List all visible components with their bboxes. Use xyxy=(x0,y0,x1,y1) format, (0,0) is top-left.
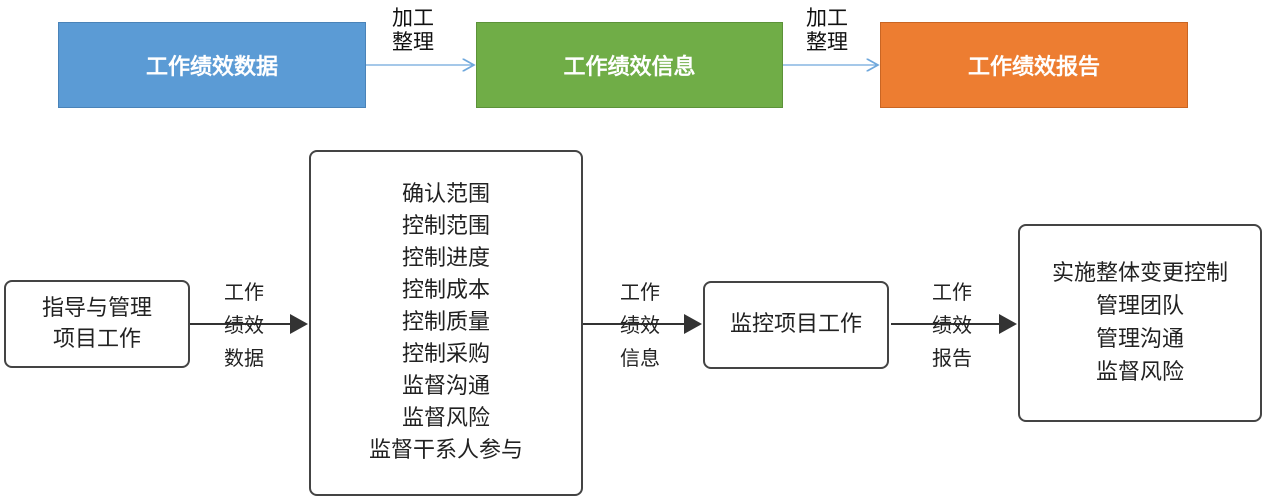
label-line: 工作 xyxy=(224,280,264,304)
box-line: 项目工作 xyxy=(52,327,141,352)
label-line: 工作 xyxy=(932,280,972,304)
monitor-work-box: 监控项目工作 xyxy=(703,281,889,369)
box-line: 指导与管理 xyxy=(41,296,152,321)
step-line: 整理 xyxy=(392,30,434,54)
process-item: 确认范围 xyxy=(401,182,490,207)
work-performance-report-box: 工作绩效报告 xyxy=(880,22,1188,108)
direct-manage-work-box: 指导与管理 项目工作 xyxy=(4,280,190,368)
box-label: 工作绩效数据 xyxy=(145,55,278,80)
output-item: 管理团队 xyxy=(1095,294,1184,319)
process-item: 监督沟通 xyxy=(401,374,490,399)
work-performance-info-label: 工作 绩效 信息 xyxy=(620,276,660,375)
output-item: 管理沟通 xyxy=(1095,327,1184,352)
process-item: 控制进度 xyxy=(401,246,490,271)
process-item: 控制质量 xyxy=(401,310,490,335)
integrated-change-control-box: 实施整体变更控制 管理团队 管理沟通 监督风险 xyxy=(1018,224,1262,422)
step-line: 整理 xyxy=(806,30,848,54)
work-performance-data-box: 工作绩效数据 xyxy=(58,22,366,108)
process-step-label-2: 加工 整理 xyxy=(806,6,848,54)
label-line: 绩效 xyxy=(932,313,972,337)
box-label: 工作绩效报告 xyxy=(967,55,1100,80)
box-line: 监控项目工作 xyxy=(729,312,862,337)
control-processes-box: 确认范围 控制范围 控制进度 控制成本 控制质量 控制采购 监督沟通 监督风险 … xyxy=(309,150,583,496)
work-performance-report-label: 工作 绩效 报告 xyxy=(932,276,972,375)
process-item: 监督干系人参与 xyxy=(368,438,523,463)
step-line: 加工 xyxy=(806,6,848,30)
output-item: 监督风险 xyxy=(1095,360,1184,385)
label-line: 绩效 xyxy=(620,313,660,337)
output-item: 实施整体变更控制 xyxy=(1051,261,1228,286)
label-line: 信息 xyxy=(620,346,660,370)
step-line: 加工 xyxy=(392,6,434,30)
box-label: 工作绩效信息 xyxy=(563,55,696,80)
process-item: 控制范围 xyxy=(401,214,490,239)
process-item: 监督风险 xyxy=(401,406,490,431)
process-item: 控制采购 xyxy=(401,342,490,367)
label-line: 数据 xyxy=(224,346,264,370)
label-line: 工作 xyxy=(620,280,660,304)
process-item: 控制成本 xyxy=(401,278,490,303)
label-line: 绩效 xyxy=(224,313,264,337)
process-step-label-1: 加工 整理 xyxy=(392,6,434,54)
label-line: 报告 xyxy=(932,346,972,370)
work-performance-info-box: 工作绩效信息 xyxy=(476,22,783,108)
work-performance-data-label: 工作 绩效 数据 xyxy=(224,276,264,375)
